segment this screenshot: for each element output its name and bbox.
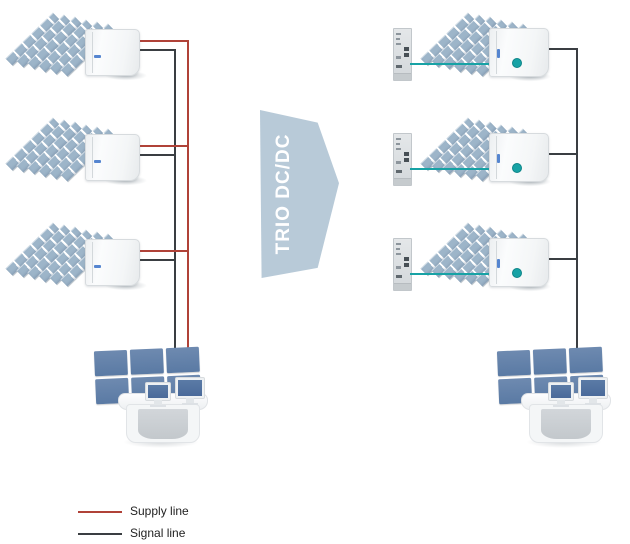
wall-screen (93, 349, 128, 377)
desktop-monitor-icon (578, 377, 608, 399)
trio-dcdc-converter-icon (393, 133, 412, 186)
trio-dcdc-arrow-label: TRIO DC/DC (273, 133, 295, 255)
supply-line-segment (138, 145, 187, 147)
control-room-station-left (93, 346, 211, 454)
signal-line-segment (547, 258, 576, 260)
pv-string-module-left-2 (0, 117, 210, 211)
converter-link-line (410, 63, 494, 65)
wall-screen (496, 349, 531, 377)
trio-dcdc-converter-icon (393, 238, 412, 291)
pv-string-module-left-3 (0, 222, 210, 316)
trio-dcdc-arrow: TRIO DC/DC (260, 110, 339, 278)
supply-line-segment (138, 250, 187, 252)
inverter-icon (489, 28, 549, 77)
desktop-monitor-icon (175, 377, 205, 399)
inverter-led (94, 265, 101, 268)
inverter-led (94, 55, 101, 58)
converter-link-dot (512, 268, 522, 278)
inverter-icon (85, 29, 140, 76)
control-desk-icon (521, 393, 611, 445)
converter-link-dot (512, 58, 522, 68)
trio-dcdc-converter-icon (393, 28, 412, 81)
legend-supply-label: Supply line (130, 504, 189, 518)
inverter-icon (489, 133, 549, 182)
pv-string-module-left-1 (0, 12, 210, 106)
wall-screen (129, 348, 164, 375)
inverter-icon (85, 239, 140, 286)
inverter-icon (489, 238, 549, 287)
desktop-monitor-icon (548, 382, 574, 401)
legend-supply-swatch (78, 511, 122, 513)
signal-line-segment (547, 48, 576, 50)
signal-trunk-line-right (576, 48, 578, 353)
signal-line-segment (138, 154, 174, 156)
pv-string-module-right-1 (390, 12, 590, 106)
converter-link-line (410, 168, 494, 170)
wall-screen (165, 346, 200, 374)
legend-signal-label: Signal line (130, 526, 186, 540)
wall-screen (532, 348, 567, 375)
signal-line-segment (138, 259, 174, 261)
signal-trunk-line-left (174, 49, 176, 353)
inverter-led (94, 160, 101, 163)
converter-link-line (410, 273, 494, 275)
desktop-monitor-icon (145, 382, 171, 401)
inverter-led (497, 49, 500, 58)
legend-row-signal: Signal line (0, 526, 300, 542)
inverter-led (497, 259, 500, 268)
legend-row-supply: Supply line (0, 504, 300, 520)
wall-screen (568, 346, 603, 374)
signal-line-segment (138, 49, 174, 51)
inverter-led (497, 154, 500, 163)
supply-trunk-line (187, 40, 189, 353)
converter-link-dot (512, 163, 522, 173)
pv-string-module-right-3 (390, 222, 590, 316)
legend-signal-swatch (78, 533, 122, 535)
pv-string-module-right-2 (390, 117, 590, 211)
inverter-icon (85, 134, 140, 181)
signal-line-segment (547, 153, 576, 155)
supply-line-segment (138, 40, 187, 42)
control-room-station-right (496, 346, 614, 454)
